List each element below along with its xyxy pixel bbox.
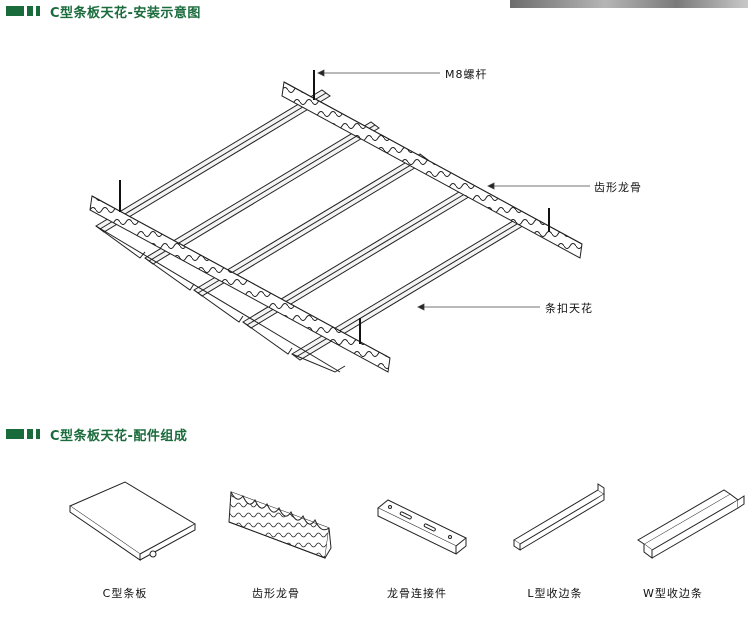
part-w-trim: W型收边条: [598, 470, 748, 610]
part-label: W型收边条: [643, 587, 703, 600]
ceiling-panels: [95, 89, 527, 373]
ceiling-panel: [95, 89, 331, 233]
install-section-title: C型条板天花-安装示意图: [50, 5, 201, 21]
keel-connector-drawing: [377, 499, 467, 555]
callout-toothed-keel: 齿形龙骨: [594, 181, 642, 194]
installation-diagram: [89, 69, 590, 373]
part-toothed-keel: 齿形龙骨: [201, 470, 351, 610]
part-label: L型收边条: [527, 587, 583, 600]
section-marker-icon: [6, 6, 40, 16]
part-c-strip: C型条板: [50, 470, 200, 610]
part-keel-connector: 龙骨连接件: [342, 470, 492, 610]
w-trim-drawing: [637, 489, 745, 559]
install-section-header: C型条板天花-安装示意图: [6, 2, 201, 21]
part-label: 齿形龙骨: [252, 587, 300, 600]
screw-rods: [119, 70, 550, 344]
l-trim-drawing: [513, 483, 605, 551]
toothed-keel-drawing: [228, 491, 332, 559]
part-label: 龙骨连接件: [387, 587, 447, 600]
ceiling-panel: [144, 121, 380, 265]
toothed-keel: [281, 81, 583, 259]
toothed-keel: [89, 195, 391, 373]
section-marker-icon: [6, 429, 40, 439]
callout-clip-ceiling: 条扣天花: [545, 302, 593, 315]
part-l-trim: L型收边条: [480, 470, 630, 610]
c-strip-drawing: [68, 481, 197, 561]
parts-section-title: C型条板天花-配件组成: [50, 428, 188, 444]
part-label: C型条板: [102, 587, 148, 600]
background-photo-strip: [510, 0, 748, 8]
callout-screw-rod: M8螺杆: [445, 68, 488, 81]
parts-section-header: C型条板天花-配件组成: [6, 425, 188, 444]
